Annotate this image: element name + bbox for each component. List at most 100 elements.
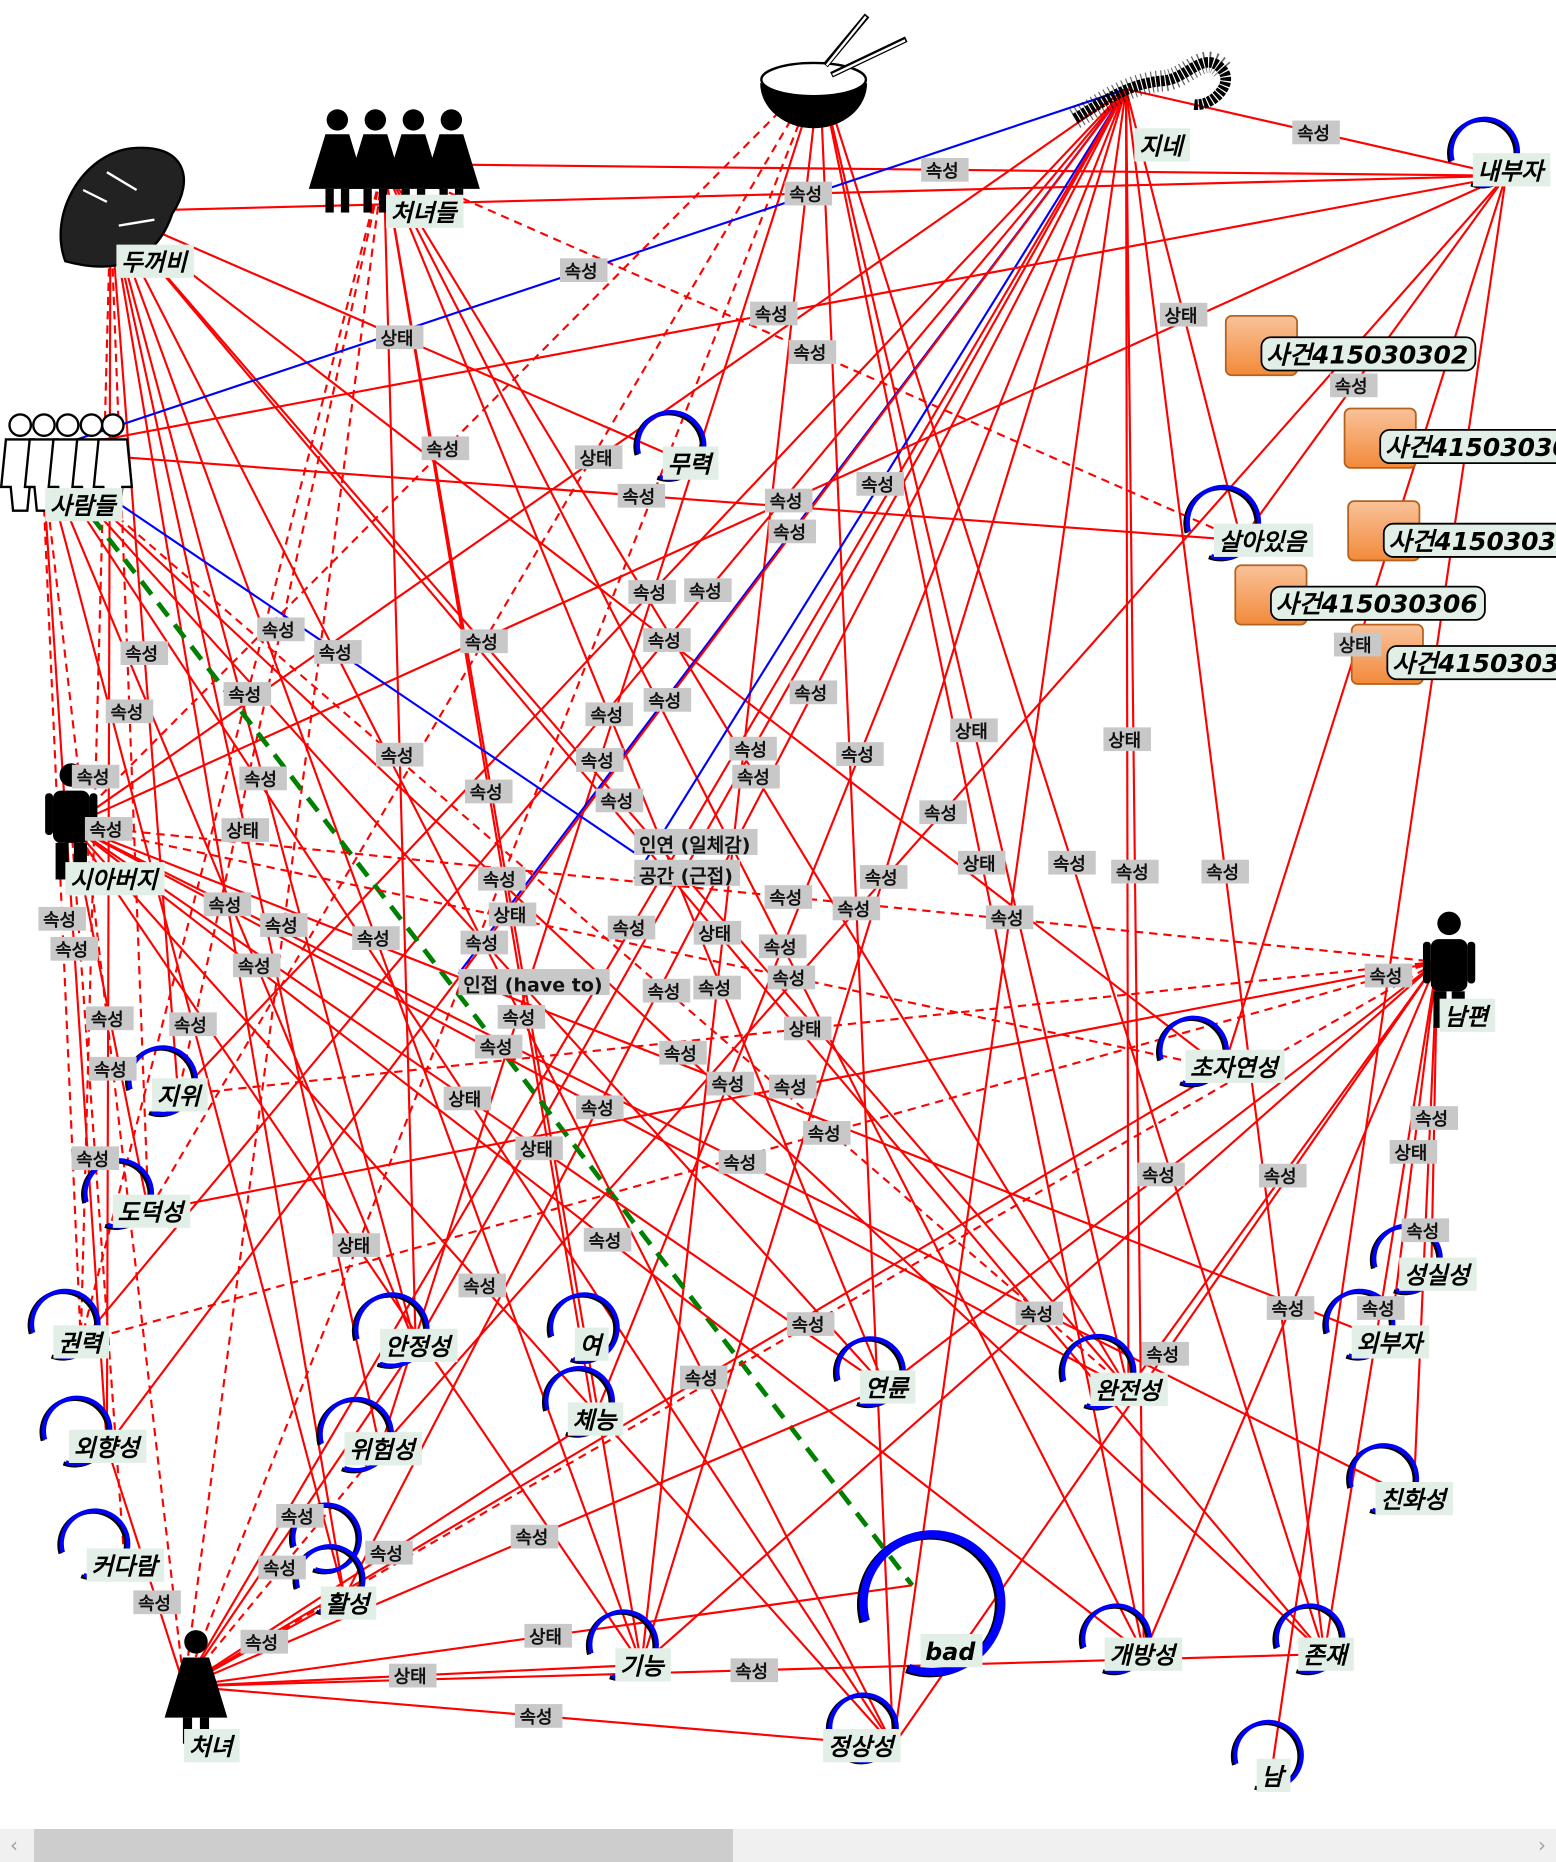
edge-label-text: 속성 — [77, 768, 110, 789]
edge-label: 상태 — [221, 818, 270, 842]
scroll-left-arrow[interactable]: ‹ — [10, 1833, 18, 1857]
edge-label: 속성 — [921, 157, 969, 182]
scroll-right-arrow[interactable]: › — [1538, 1833, 1546, 1857]
edge-label-bg — [515, 1136, 563, 1161]
node-labels-layer: 두꺼비처녀들지네내부자사람들무력살아있음시아버지남편초자연성지위도덕성권력외향성… — [45, 128, 1556, 1792]
edge-label-bg — [786, 1312, 835, 1336]
edge-labels-layer: 속성속성속성속성상태속성속성속성상태속성속성속성속성상태속성속성속성속성상태속성… — [38, 120, 1459, 1728]
edge-label: 상태 — [389, 1663, 437, 1688]
node-label-adjacent: 인접 (have to) — [458, 969, 610, 997]
edge-label-bg — [769, 1074, 817, 1099]
edge-label-text: 속성 — [647, 982, 680, 1003]
edge-label-text: 속성 — [1415, 1109, 1448, 1130]
edge-label: 속성 — [642, 978, 691, 1003]
people-group-icon[interactable] — [0, 413, 134, 512]
edge-label: 속성 — [50, 936, 98, 961]
edge-label-bg — [684, 578, 732, 603]
edge-label: 상태 — [1103, 727, 1151, 751]
edge-label-bg — [465, 779, 513, 804]
node-label-complete: 완전성 — [1090, 1372, 1168, 1406]
edge-label: 속성 — [856, 472, 904, 496]
edge-label: 속성 — [276, 1503, 324, 1528]
edge-label: 속성 — [1266, 1296, 1315, 1320]
edge-label: 속성 — [732, 764, 780, 789]
edge-label: 속성 — [1292, 120, 1340, 145]
node-label-text: 살아있음 — [1219, 528, 1309, 556]
edge-label-bg — [856, 472, 904, 496]
edge-label-bg — [497, 1004, 546, 1029]
edge-label-text: 속성 — [263, 1559, 296, 1580]
node-label-text: 지위 — [157, 1082, 204, 1110]
edge-label: 속성 — [585, 702, 633, 726]
edge-label-bg — [576, 1095, 624, 1120]
edge-label-bg — [460, 629, 508, 654]
edge-label-bg — [1357, 1296, 1405, 1320]
edge-label: 속성 — [1015, 1301, 1064, 1326]
woman-icon[interactable] — [164, 1630, 228, 1744]
edge-label-bg — [595, 788, 644, 813]
node-label-ev304: 사건415030304 — [1379, 428, 1556, 465]
edge-label-bg — [86, 1006, 134, 1031]
edge-label: 속성 — [729, 736, 777, 761]
edge-label-bg — [607, 915, 656, 940]
edge-label-bg — [628, 580, 676, 604]
edge-label-bg — [1103, 727, 1151, 752]
edge-label-text: 속성 — [238, 957, 271, 978]
edge-label-bg — [1015, 1301, 1064, 1326]
edge-label: 속성 — [1330, 373, 1378, 397]
edge-label-bg — [784, 181, 833, 206]
edge-label-text: 상태 — [494, 906, 527, 927]
edge-label: 속성 — [758, 934, 807, 959]
centipede-icon[interactable] — [1069, 51, 1232, 128]
women-group-icon[interactable] — [308, 109, 480, 213]
node-label-ev302: 사건415030302 — [1260, 336, 1477, 372]
rice-bowl-icon[interactable] — [760, 13, 908, 129]
edge-label: 속성 — [643, 687, 692, 712]
edge-label-bg — [1401, 1218, 1450, 1243]
edge-label-bg — [258, 1555, 306, 1580]
edge-label-text: 속성 — [262, 621, 295, 642]
edge-label-text: 속성 — [774, 1078, 807, 1099]
edge-label-bg — [458, 1273, 506, 1298]
edge-label: 속성 — [514, 1704, 563, 1728]
edge-label-bg — [1259, 1163, 1307, 1188]
edge-label: 상태 — [488, 902, 537, 927]
edge-label-text: 상태 — [963, 854, 996, 875]
circle-node-danger[interactable] — [316, 1396, 395, 1474]
edge-label-text: 속성 — [581, 751, 614, 772]
edge-label-bg — [585, 702, 633, 727]
edge-label-text: 속성 — [76, 1149, 109, 1170]
scrollbar-thumb[interactable] — [34, 1829, 734, 1862]
edge-label: 속성 — [478, 866, 526, 891]
edge-label-text: 상태 — [381, 328, 414, 349]
node-label-text: 안정성 — [385, 1333, 454, 1361]
edge-label-bg — [921, 157, 969, 182]
node-label-text: 기능 — [620, 1652, 666, 1680]
edge-label-bg — [950, 718, 998, 743]
edge-label-text: 속성 — [924, 803, 957, 824]
edge-label-text: 속성 — [470, 783, 503, 804]
edge-label: 속성 — [706, 1071, 755, 1096]
edge-label: 상태 — [1159, 302, 1208, 327]
node-label-insider: 내부자 — [1472, 153, 1551, 187]
edge-label-text: 속성 — [590, 705, 623, 726]
edge-label-bg — [474, 1034, 523, 1059]
edge-label: 상태 — [1333, 632, 1382, 657]
edge-label-bg — [919, 800, 967, 825]
horizontal-scrollbar[interactable]: ‹ › — [0, 1829, 1556, 1862]
edge-label-bg — [758, 934, 807, 959]
node-label-text: 친화성 — [1380, 1486, 1449, 1514]
edge-label-bg — [71, 764, 120, 789]
edge-label-bg — [133, 1590, 181, 1615]
circle-node-stability[interactable] — [351, 1292, 430, 1369]
edge-label-text: 속성 — [1297, 124, 1330, 145]
edge-label-text: 속성 — [465, 632, 498, 653]
edge-label-text: 속성 — [1264, 1167, 1297, 1188]
edge-label: 속성 — [628, 580, 676, 604]
edge-label: 속성 — [576, 1095, 624, 1119]
edge-label-text: 속성 — [865, 868, 898, 889]
edge-label-bg — [803, 1121, 851, 1145]
node-label-people: 사람들 — [45, 488, 123, 522]
edge-label-bg — [1266, 1296, 1315, 1320]
edge-label: 속성 — [768, 519, 817, 544]
